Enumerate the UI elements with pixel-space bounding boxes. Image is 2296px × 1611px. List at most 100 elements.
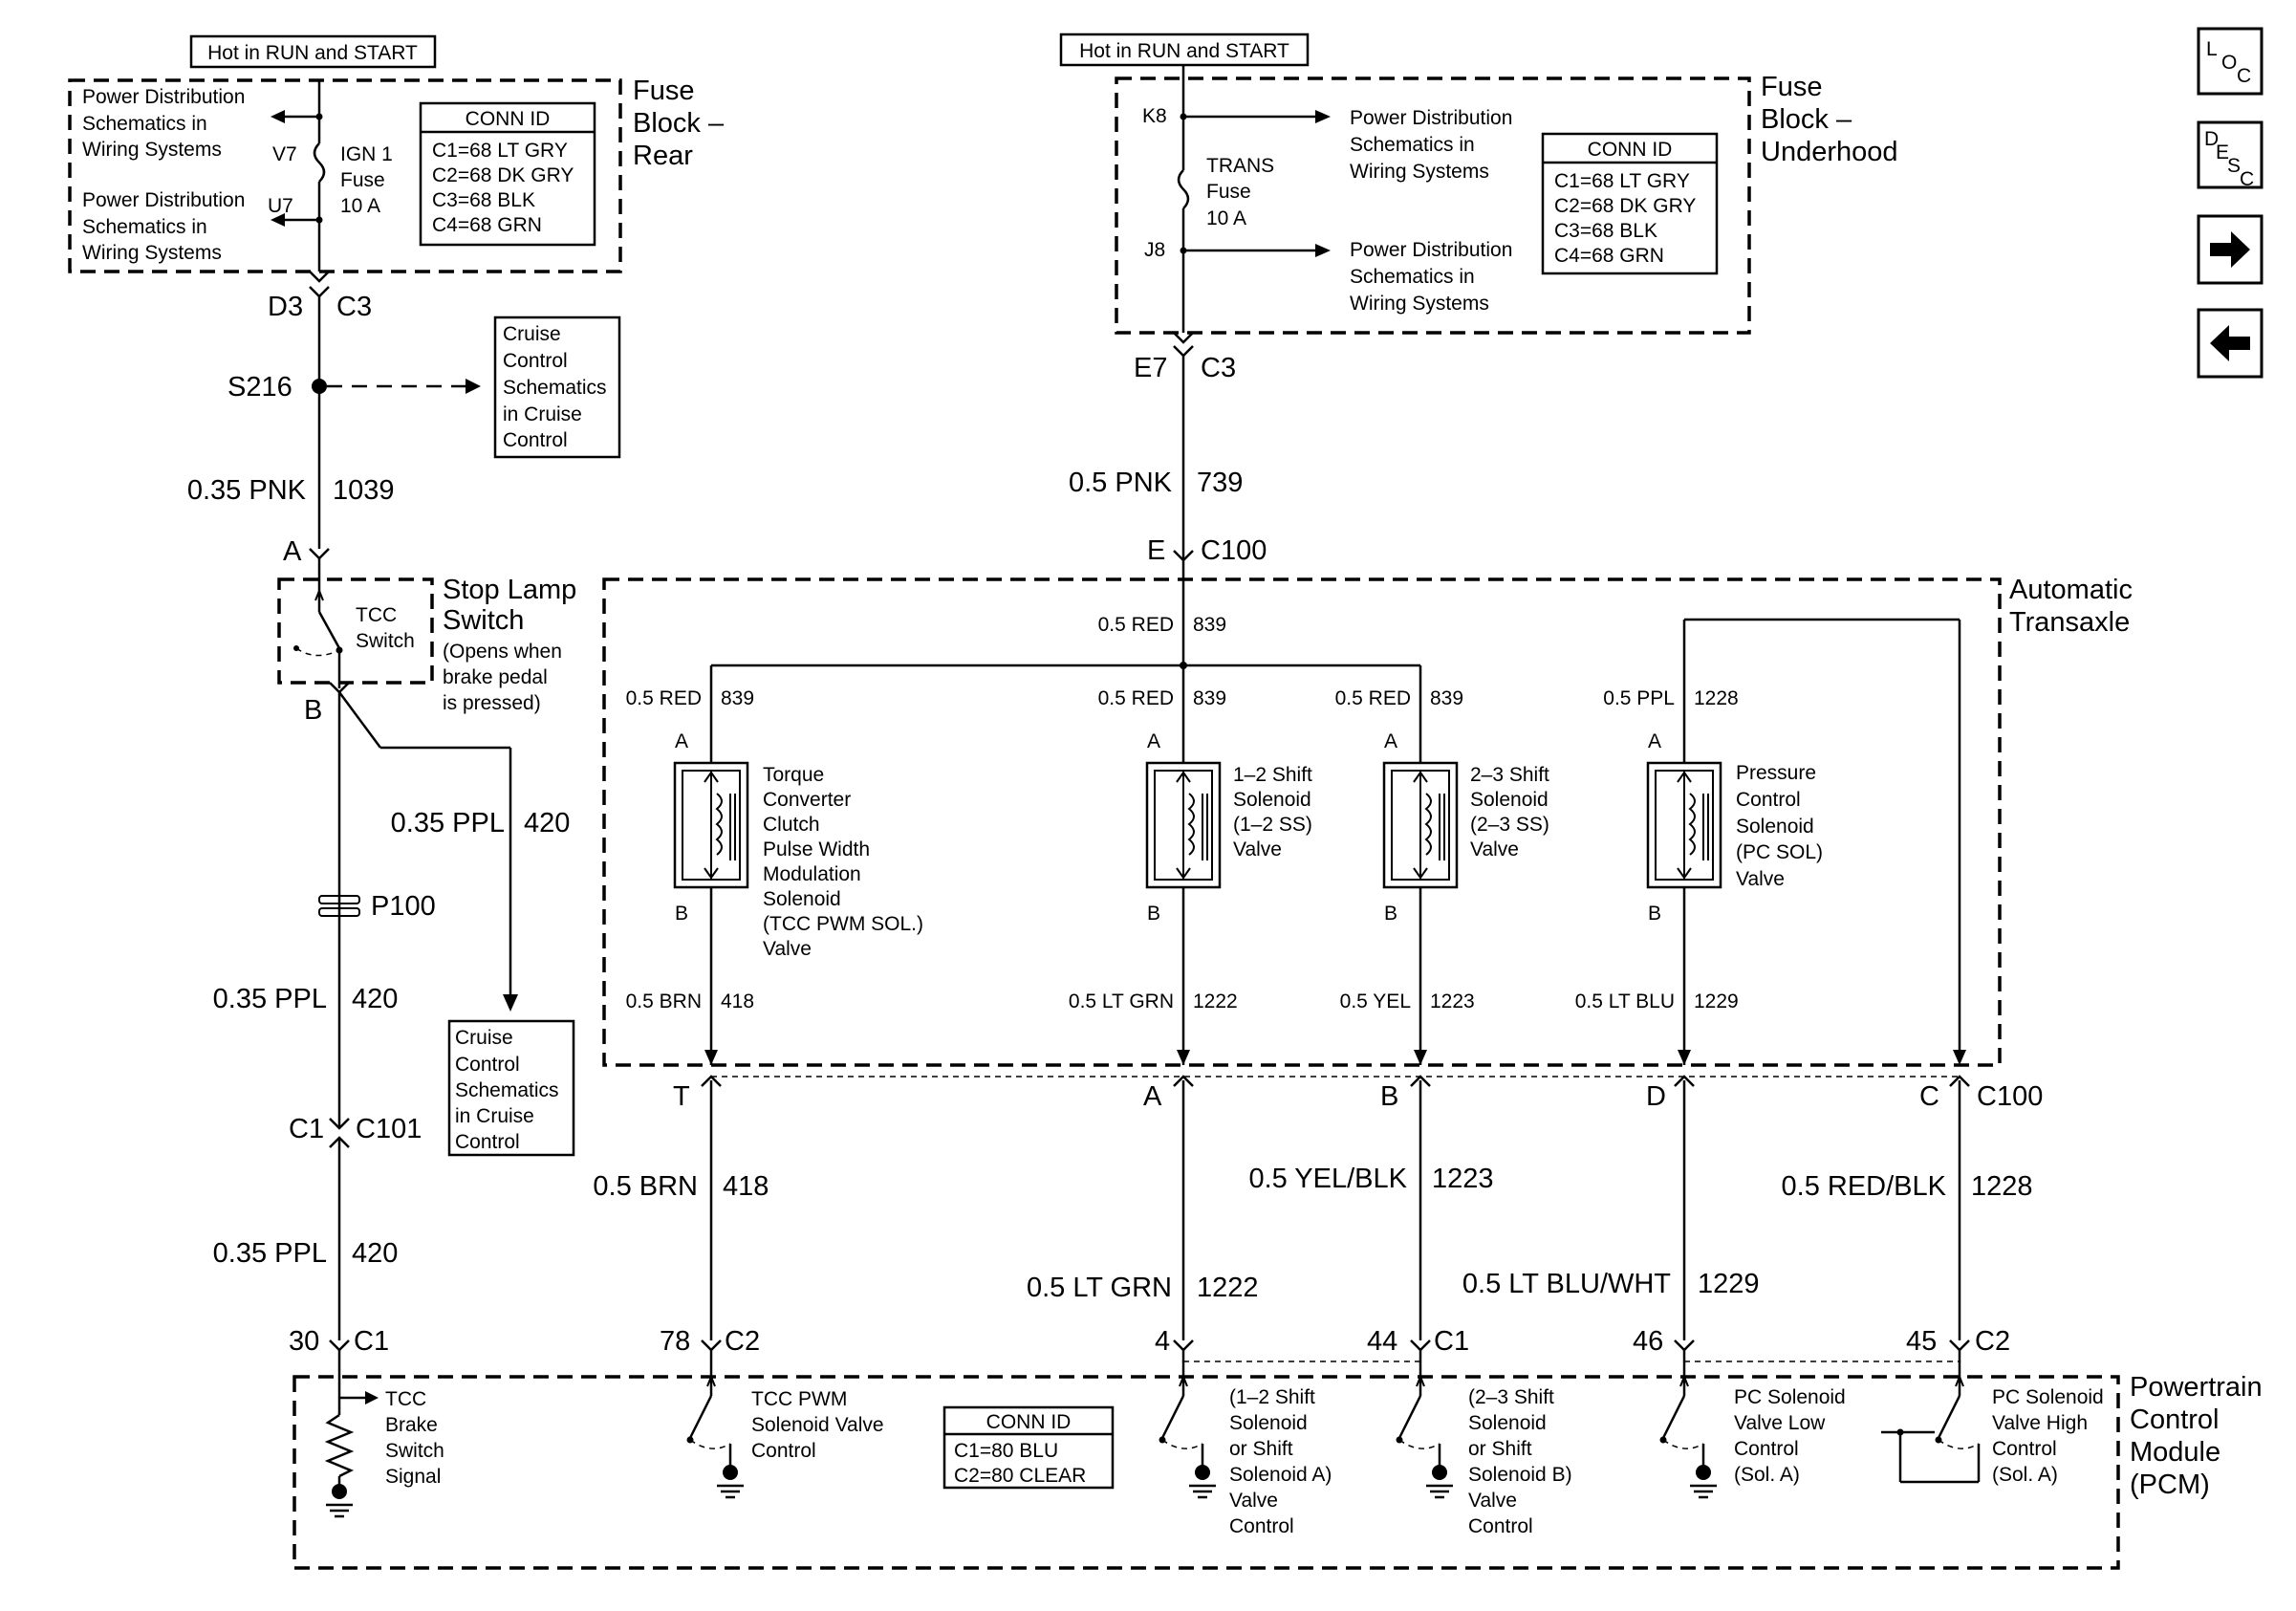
right-arrow-icon bbox=[2210, 231, 2250, 268]
conn-id-rows: C1=68 LT GRY C2=68 DK GRY C3=68 BLK C4=6… bbox=[432, 140, 579, 236]
conn-id-rows: C1=80 BLU C2=80 CLEAR bbox=[954, 1440, 1086, 1487]
conn-id-box-pcm bbox=[942, 1405, 1115, 1490]
desc-letter: D bbox=[2204, 128, 2219, 150]
desc-button[interactable]: D E S C bbox=[2197, 120, 2264, 190]
pcm-circuit-label: TCC PWM Solenoid Valve Control bbox=[751, 1388, 889, 1462]
sol-bot-gauge: 0.5 LT BLU bbox=[1575, 991, 1675, 1012]
wire-gauge-1223: 0.5 YEL/BLK bbox=[1248, 1164, 1407, 1194]
pcm-pin-46: 46 bbox=[1633, 1326, 1663, 1357]
pcm-pin-30: 30 bbox=[289, 1326, 319, 1357]
power-dist-ref-3: Power Distribution Schematics in Wiring … bbox=[1350, 107, 1518, 183]
c101-label: C101 bbox=[356, 1114, 422, 1144]
pcm-tcc-pwm-driver: TCC PWM Solenoid Valve Control bbox=[686, 1350, 889, 1499]
ground-icon bbox=[326, 1503, 353, 1518]
hot-label-right: Hot in RUN and START bbox=[1079, 40, 1289, 62]
pin-a-stoplamp: A bbox=[283, 536, 302, 567]
prev-button[interactable] bbox=[2197, 308, 2264, 379]
c100-pin-d: D bbox=[1646, 1081, 1666, 1112]
wire-gauge-420c: 0.35 PPL bbox=[213, 1238, 327, 1269]
wire-circuit-420b: 420 bbox=[352, 984, 398, 1014]
fuse-symbol-icon bbox=[313, 142, 326, 183]
cruise-control-ref-2[interactable] bbox=[447, 1019, 575, 1157]
sol-name-1-2: 1–2 Shift Solenoid (1–2 SS) Valve bbox=[1233, 764, 1318, 860]
wire-circuit-418: 418 bbox=[723, 1171, 769, 1202]
pcm-tcc-brake-input: TCC Brake Switch Signal bbox=[324, 1350, 450, 1518]
pin-b-stoplamp: B bbox=[304, 695, 322, 726]
sol-bot-circuit: 1229 bbox=[1694, 991, 1739, 1012]
wire-gauge-1228: 0.5 RED/BLK bbox=[1782, 1171, 1947, 1202]
sol-bot-circuit: 418 bbox=[721, 991, 754, 1012]
fuse-block-underhood-outline bbox=[1115, 76, 1751, 335]
pcm-conn-c2a: C2 bbox=[725, 1326, 760, 1357]
sol-top-circuit: 1228 bbox=[1694, 687, 1739, 709]
cruise-control-ref-1[interactable] bbox=[493, 316, 621, 459]
arrow-right-icon bbox=[1315, 110, 1331, 123]
pcm-circuit-label: (1–2 Shift Solenoid or Shift Solenoid A)… bbox=[1229, 1386, 1337, 1537]
wire-circuit-1222: 1222 bbox=[1197, 1273, 1259, 1303]
pin-v7: V7 bbox=[272, 143, 297, 165]
sol-pin-b: B bbox=[675, 903, 688, 925]
pcm-conn-c1a: C1 bbox=[354, 1326, 389, 1357]
wire-circuit-1223: 1223 bbox=[1432, 1164, 1494, 1194]
sol-pin-b: B bbox=[1384, 903, 1397, 925]
resistor-icon bbox=[324, 1413, 355, 1478]
desc-letter: C bbox=[2240, 168, 2254, 190]
sol-top-gauge: 0.5 RED bbox=[626, 687, 702, 709]
fuse-block-rear-outline bbox=[68, 78, 622, 273]
wire-gauge-418: 0.5 BRN bbox=[593, 1171, 698, 1202]
c100-pin-t: T bbox=[673, 1081, 690, 1112]
fuse-block-underhood-label: Fuse Block – Underhood bbox=[1761, 72, 1898, 167]
conn-id-title: CONN ID bbox=[466, 108, 551, 130]
sol-name-2-3: 2–3 Shift Solenoid (2–3 SS) Valve bbox=[1470, 764, 1555, 860]
arrow-down-icon bbox=[503, 994, 518, 1012]
connector-c3-underhood: C3 bbox=[1201, 353, 1236, 383]
sol-top-circuit: 839 bbox=[1193, 687, 1226, 709]
power-dist-ref-1: Power Distribution Schematics in Wiring … bbox=[82, 86, 250, 161]
desc-letter: S bbox=[2227, 155, 2241, 177]
ground-icon bbox=[1189, 1484, 1216, 1499]
loc-letter: L bbox=[2206, 38, 2218, 60]
solenoid-tcc-pwm: 0.5 RED 839 A B Torque Converter Clutch … bbox=[626, 665, 923, 1065]
arrow-right-icon bbox=[1315, 244, 1331, 257]
c100-top-label: C100 bbox=[1201, 535, 1267, 566]
sol-pin-b: B bbox=[1648, 903, 1661, 925]
connector-c3: C3 bbox=[336, 292, 372, 322]
sol-top-gauge: 0.5 RED bbox=[1098, 687, 1174, 709]
pcm-pin-78: 78 bbox=[660, 1326, 690, 1357]
wire-circuit-739: 739 bbox=[1197, 468, 1243, 498]
sol-pin-a: A bbox=[1147, 730, 1160, 752]
pcm-circuit-label: PC Solenoid Valve High Control (Sol. A) bbox=[1992, 1386, 2110, 1486]
loc-letter: C bbox=[2237, 65, 2251, 87]
splice-s216 bbox=[312, 379, 327, 394]
solenoid-pressure-control: 0.5 PPL 1228 A B Pressure Control Soleno… bbox=[1575, 620, 1829, 1065]
svg-text:Cruise Control Schemat: Cruise Control Schematics in Cruise Cont… bbox=[503, 323, 612, 451]
pcm-label: Powertrain Control Module (PCM) bbox=[2130, 1372, 2270, 1500]
arrow-right-icon bbox=[466, 379, 481, 394]
sol-pin-a: A bbox=[675, 730, 688, 752]
pcm-pin-45: 45 bbox=[1906, 1326, 1937, 1357]
wire-circuit-1228: 1228 bbox=[1971, 1171, 2033, 1202]
next-button[interactable] bbox=[2197, 214, 2264, 285]
p100-pass-through bbox=[318, 895, 360, 904]
pcm-pin-44: 44 bbox=[1367, 1326, 1397, 1357]
pcm-1-2-shift-driver: (1–2 Shift Solenoid or Shift Solenoid A)… bbox=[1159, 1350, 1337, 1537]
sol-top-circuit: 839 bbox=[721, 687, 754, 709]
c100-pin-a: A bbox=[1143, 1081, 1162, 1112]
pin-k8: K8 bbox=[1142, 105, 1167, 127]
conn-id-rows: C1=68 LT GRY C2=68 DK GRY C3=68 BLK C4=6… bbox=[1554, 170, 1701, 267]
left-arrow-icon bbox=[2210, 325, 2250, 361]
wire-gauge-1039: 0.35 PNK bbox=[187, 475, 307, 506]
loc-button[interactable]: L O C bbox=[2197, 27, 2264, 96]
tcc-switch-contact bbox=[317, 611, 341, 649]
pcm-pin-4: 4 bbox=[1155, 1326, 1170, 1357]
sol-name-pc: Pressure Control Solenoid (PC SOL) Valve bbox=[1736, 762, 1829, 890]
conn-id-title: CONN ID bbox=[986, 1411, 1072, 1433]
wire-gauge-1222: 0.5 LT GRN bbox=[1027, 1273, 1172, 1303]
arrow-left-icon bbox=[271, 110, 285, 123]
wire-gauge-1229: 0.5 LT BLU/WHT bbox=[1462, 1269, 1671, 1299]
pcm-circuit-label: TCC Brake Switch Signal bbox=[385, 1388, 450, 1488]
stop-lamp-switch-outline bbox=[277, 577, 434, 685]
ign1-fuse-label: IGN 1 Fuse 10 A bbox=[340, 143, 399, 217]
c100-pin-c: C bbox=[1919, 1081, 1939, 1112]
conn-id-box-rear bbox=[419, 101, 596, 247]
